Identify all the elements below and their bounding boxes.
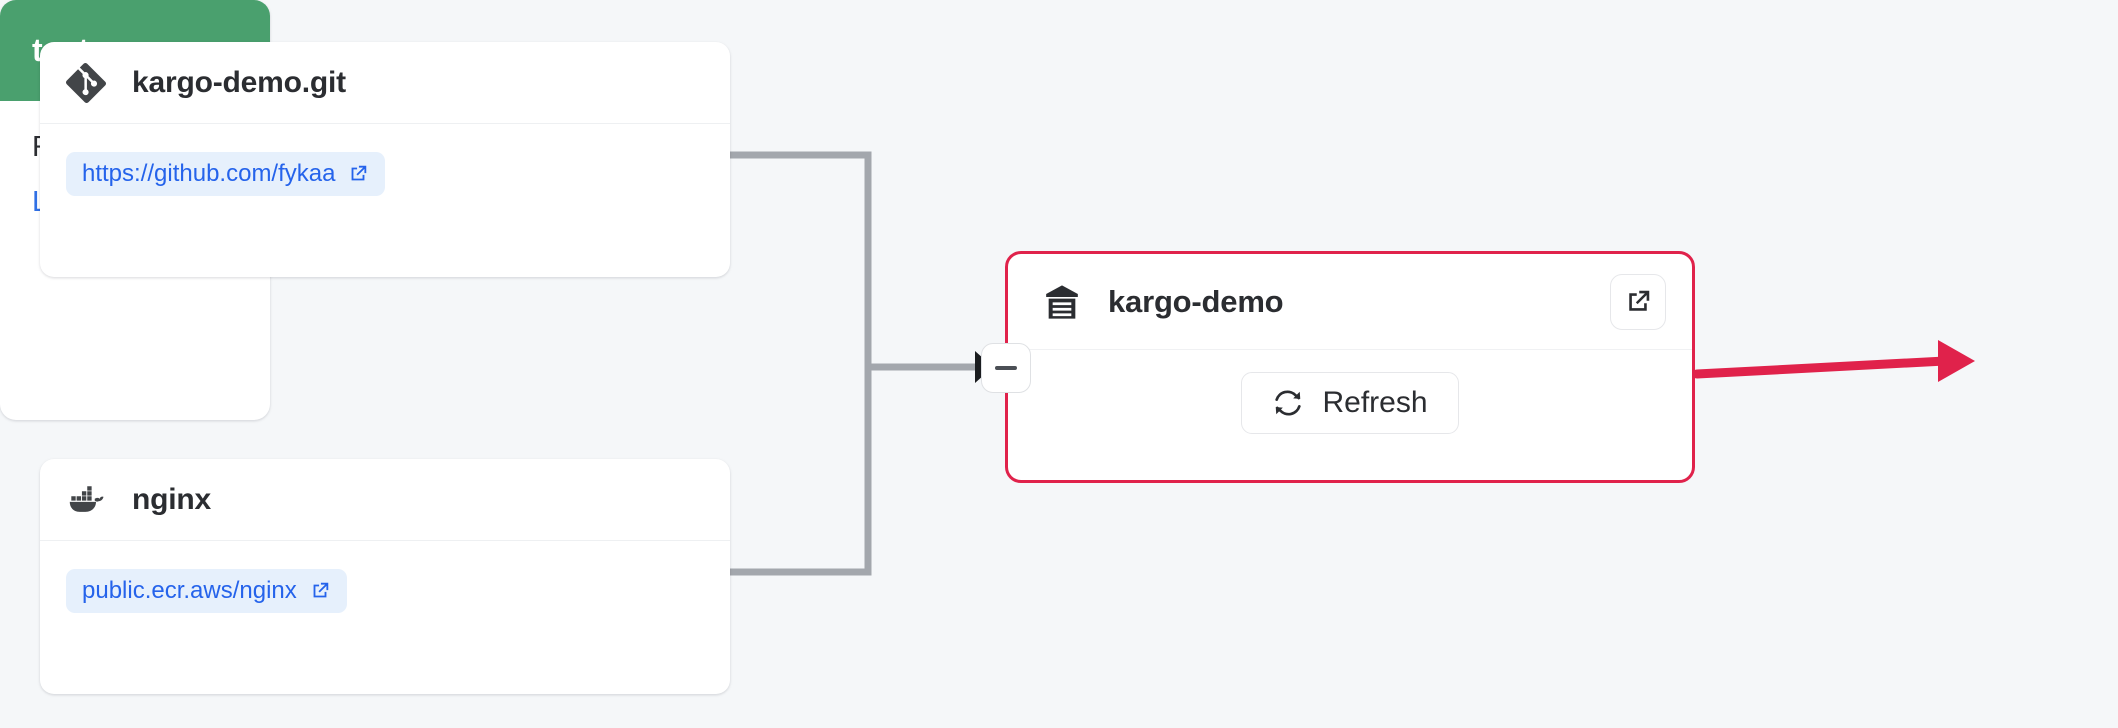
refresh-button[interactable]: Refresh <box>1241 372 1459 434</box>
external-link-icon <box>352 165 367 181</box>
refresh-button-label: Refresh <box>1322 386 1428 419</box>
warehouse-icon <box>1042 282 1082 322</box>
source-url-chip[interactable]: public.ecr.aws/nginx <box>66 569 347 613</box>
source-card-git[interactable]: kargo-demo.git https://github.com/fykaa <box>40 42 730 277</box>
refresh-icon <box>1275 390 1302 416</box>
source-card-title: nginx <box>132 482 211 516</box>
card-header: nginx <box>40 459 730 541</box>
edge-git-to-warehouse <box>730 151 975 371</box>
edge-arrowhead-stage <box>1938 340 1975 382</box>
collapse-toggle-button[interactable] <box>981 343 1031 393</box>
source-card-nginx[interactable]: nginx public.ecr.aws/nginx <box>40 459 730 694</box>
source-card-title: kargo-demo.git <box>132 65 346 99</box>
warehouse-open-button[interactable] <box>1610 273 1666 330</box>
docker-icon <box>66 480 106 520</box>
external-link-icon <box>1629 290 1650 311</box>
warehouse-title: kargo-demo <box>1108 283 1284 319</box>
warehouse-header-left: kargo-demo <box>1042 282 1284 322</box>
edge-warehouse-to-stage <box>1692 356 1950 379</box>
external-link-icon <box>313 582 329 598</box>
card-header: kargo-demo.git <box>40 42 730 124</box>
warehouse-body: Refresh <box>1008 350 1692 434</box>
source-url-label: https://github.com/fykaa <box>82 160 336 187</box>
warehouse-card[interactable]: kargo-demo Refresh <box>1005 251 1695 483</box>
source-url-label: public.ecr.aws/nginx <box>82 577 297 604</box>
edge-nginx-to-warehouse <box>730 363 975 576</box>
warehouse-header: kargo-demo <box>1008 254 1692 350</box>
source-url-chip[interactable]: https://github.com/fykaa <box>66 152 386 196</box>
card-body: public.ecr.aws/nginx <box>40 541 730 641</box>
minus-icon <box>995 366 1017 370</box>
card-body: https://github.com/fykaa <box>40 124 730 224</box>
git-icon <box>66 62 106 103</box>
